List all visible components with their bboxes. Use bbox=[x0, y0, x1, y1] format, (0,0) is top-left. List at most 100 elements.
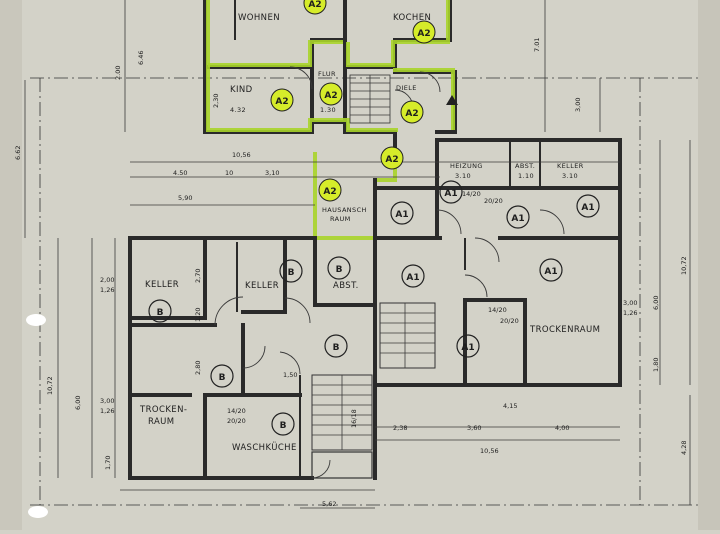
tag-b-5 bbox=[210, 364, 234, 388]
dim-400: 4,00 bbox=[555, 424, 569, 432]
tag-a2-flur-label: A2 bbox=[324, 91, 337, 101]
dim-450: 4.50 bbox=[173, 169, 187, 177]
tag-a2-wohnen-label: A2 bbox=[308, 0, 321, 10]
dim-238: 2,38 bbox=[393, 424, 407, 432]
entrance-arrow-icon bbox=[446, 95, 458, 105]
tag-a2-flur bbox=[319, 82, 343, 106]
tag-a1-6 bbox=[539, 258, 563, 282]
dim-600-left: 6,00 bbox=[74, 396, 82, 410]
tag-b-3 bbox=[327, 256, 351, 280]
tag-a1-3-label: A1 bbox=[511, 214, 524, 224]
tag-b-6-label: B bbox=[280, 421, 287, 431]
dim-415: 4,15 bbox=[503, 402, 517, 410]
room-hausanschluss-2: RAUM bbox=[330, 215, 351, 223]
tag-a1-5-label: A1 bbox=[406, 273, 419, 283]
dim-300-left: 3,00 bbox=[100, 397, 114, 405]
dim-126-right: 1,26 bbox=[623, 309, 637, 317]
tag-a2-kind bbox=[270, 88, 294, 112]
room-wohnen: WOHNEN bbox=[238, 13, 280, 23]
tag-b-2-label: B bbox=[288, 268, 295, 278]
room-kind-area: 4.32 bbox=[230, 106, 246, 114]
dim-2020-top: 20/20 bbox=[484, 197, 503, 205]
dim-2020-left: 20/20 bbox=[227, 417, 246, 425]
dim-646: 6.46 bbox=[137, 51, 145, 65]
room-abst-mid: ABST. bbox=[333, 281, 359, 291]
punch-hole-top bbox=[26, 314, 46, 326]
tag-b-4 bbox=[324, 334, 348, 358]
tag-a1-4 bbox=[576, 194, 600, 218]
basement-walls bbox=[128, 138, 622, 480]
dim-1056-top: 10,56 bbox=[232, 151, 251, 159]
tag-a2-kind-label: A2 bbox=[275, 97, 288, 107]
tag-b-1 bbox=[148, 299, 172, 323]
dim-200: 2,00 bbox=[100, 276, 114, 284]
room-abst-top-area: 1.10 bbox=[518, 172, 534, 180]
dim-701: 7.01 bbox=[533, 38, 541, 52]
paper-margin-right bbox=[698, 0, 720, 530]
dim-1618: 16/18 bbox=[350, 409, 358, 428]
room-kochen: KOCHEN bbox=[393, 13, 431, 23]
tag-a1-7-label: A1 bbox=[461, 343, 474, 353]
dim-170: 1,70 bbox=[104, 456, 112, 470]
dim-120: 1,20 bbox=[194, 308, 202, 322]
room-keller-top-area: 3.10 bbox=[562, 172, 578, 180]
room-waschkuche: WASCHKÜCHE bbox=[232, 442, 297, 453]
room-trockenraum-left-2: RAUM bbox=[148, 417, 175, 427]
tag-b-4-label: B bbox=[333, 343, 340, 353]
dim-126-left: 1,26 bbox=[100, 407, 114, 415]
room-trockenraum-left: TROCKEN- bbox=[139, 405, 187, 415]
dim-562: 5,62 bbox=[322, 500, 336, 508]
apartment-tags: A2 A2 A2 A2 A2 A2 A2 A1 A1 A1 A1 A1 A1 A… bbox=[148, 0, 600, 436]
upper-stair bbox=[349, 74, 391, 124]
room-diele: DIELE bbox=[396, 84, 417, 92]
tag-a2-stair bbox=[380, 146, 404, 170]
dim-360: 3,60 bbox=[467, 424, 481, 432]
tag-a2-diele-label: A2 bbox=[405, 109, 418, 119]
room-heizung: HEIZUNG bbox=[450, 162, 483, 170]
dim-428: 4,28 bbox=[680, 441, 688, 455]
room-keller-mid: KELLER bbox=[245, 281, 279, 291]
room-heizung-area: 3.10 bbox=[455, 172, 471, 180]
dim-180: 1,80 bbox=[652, 358, 660, 372]
dim-300-top: 3,00 bbox=[574, 98, 582, 112]
tag-a1-1-label: A1 bbox=[395, 210, 408, 220]
center-stair bbox=[379, 302, 436, 369]
dim-1420-top: 14/20 bbox=[462, 190, 481, 198]
tag-a2-stair-label: A2 bbox=[385, 155, 398, 165]
tag-b-5-label: B bbox=[219, 373, 226, 383]
dim-126-b: 1,26 bbox=[100, 286, 114, 294]
dimension-lines bbox=[24, 0, 691, 509]
room-flur-area: 1.30 bbox=[320, 106, 336, 114]
room-hausanschluss: HAUSANSCH bbox=[322, 206, 367, 214]
dim-1420-left: 14/20 bbox=[227, 407, 246, 415]
room-keller-top: KELLER bbox=[557, 162, 584, 170]
tag-b-6 bbox=[271, 412, 295, 436]
dim-662: 6.62 bbox=[14, 146, 22, 160]
tag-a1-4-label: A1 bbox=[581, 203, 594, 213]
tag-a2-hausanschluss-label: A2 bbox=[323, 187, 336, 197]
dim-150: 1,50 bbox=[283, 371, 297, 379]
dim-1420-right: 14/20 bbox=[488, 306, 507, 314]
tag-b-3-label: B bbox=[336, 265, 343, 275]
dim-200-top: 2.00 bbox=[114, 66, 122, 80]
dim-270: 2,70 bbox=[194, 269, 202, 283]
tag-a1-6-label: A1 bbox=[544, 267, 557, 277]
tag-a1-7 bbox=[456, 334, 480, 358]
dim-2020-right: 20/20 bbox=[500, 317, 519, 325]
dim-230: 2,30 bbox=[212, 94, 220, 108]
tag-a1-1 bbox=[390, 201, 414, 225]
tag-a2-kochen-label: A2 bbox=[417, 29, 430, 39]
tag-a2-diele bbox=[400, 100, 424, 124]
tag-a2-kochen bbox=[412, 20, 436, 44]
dim-600-right: 6,00 bbox=[652, 296, 660, 310]
tag-a1-2 bbox=[439, 180, 463, 204]
tag-a1-5 bbox=[401, 264, 425, 288]
dim-590: 5,90 bbox=[178, 194, 192, 202]
tag-a2-wohnen bbox=[303, 0, 327, 15]
room-abst-top: ABST. bbox=[515, 162, 535, 170]
room-kind: KIND bbox=[230, 85, 253, 95]
room-flur: FLUR bbox=[318, 70, 336, 78]
paper-margin bbox=[0, 0, 22, 530]
